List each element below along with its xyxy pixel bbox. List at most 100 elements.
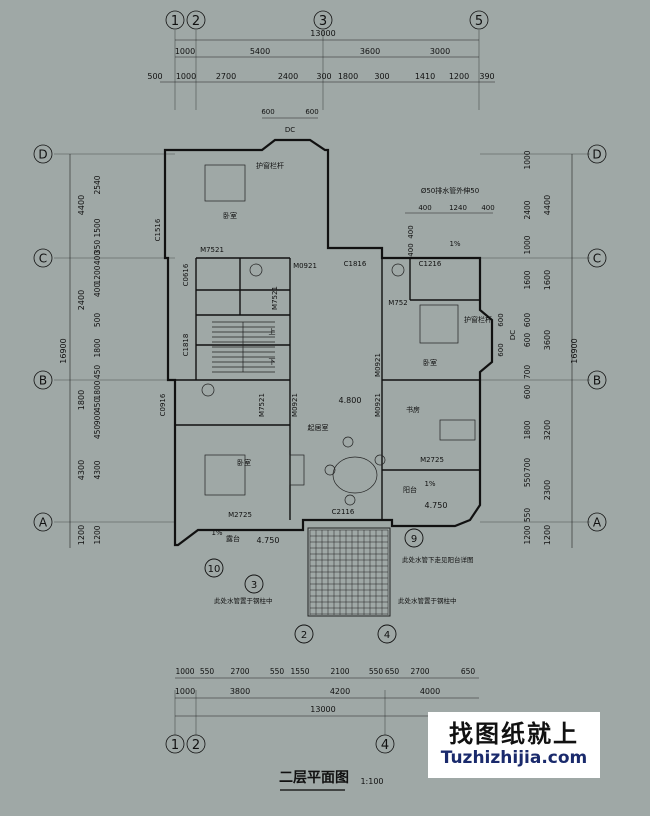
dim-pipe2: 400 (407, 243, 415, 256)
grid-bubble-top (186, 10, 206, 30)
grid-col-label-top: 5 (475, 14, 483, 29)
grid-bubble-bottom (186, 734, 206, 754)
grid-col-label-top: 3 (319, 14, 327, 29)
room-name: 起居室 (308, 423, 329, 432)
dim-right-inner: 550 (523, 508, 532, 523)
dim-left-inner: 400 (93, 251, 102, 266)
dim-right-outer: 1200 (543, 525, 552, 545)
grid-row-label-right: A (593, 516, 602, 530)
dim-right-inner: 2400 (523, 200, 532, 219)
room-name: 卧室 (237, 458, 251, 467)
dim-pipe: 400 (481, 204, 494, 212)
railing-label: 护窗栏杆 (464, 315, 492, 324)
dim-left-outer: 1200 (77, 525, 86, 545)
slope-label: 1% (424, 480, 435, 488)
grid-bubble-right (587, 370, 607, 390)
dim-right-inner: 1600 (523, 270, 532, 289)
dim-top-row2: 1410 (415, 72, 435, 81)
dim-left-inner: 1200 (93, 265, 102, 284)
dim-left-inner: 450 (93, 365, 102, 380)
dim-right-outer: 2300 (543, 480, 552, 500)
dim-right-outer: 1600 (543, 270, 552, 290)
dim-bottom-row2: 3800 (230, 687, 250, 696)
window-label: C0916 (159, 393, 167, 416)
grid-col-label-bottom: 4 (381, 738, 389, 753)
grid-bubble-top (469, 10, 489, 30)
grid-bubble-bottom (165, 734, 185, 754)
grid-bubble-right (587, 512, 607, 532)
dim-left-total: 16900 (59, 338, 68, 363)
detail-ref-label: 4 (384, 630, 390, 641)
detail-ref-bubble (204, 558, 224, 578)
dim-dc: 600 (305, 108, 318, 116)
dim-left-inner: 500 (93, 313, 102, 328)
grid-col-label-bottom: 2 (192, 738, 200, 753)
dim-left-inner: 2540 (93, 175, 102, 194)
railing-label: 护窗栏杆 (256, 161, 284, 170)
grid-row-label-right: B (593, 374, 601, 388)
dim-top-row2: 500 (147, 72, 162, 81)
room-name: 书房 (406, 405, 420, 414)
dim-top-row2-extra: 1000 (176, 72, 196, 81)
dim-top-row2: 2700 (216, 72, 236, 81)
chair (324, 464, 336, 476)
dim-right-inner: 1000 (523, 150, 532, 169)
dim-pipe: 400 (418, 204, 431, 212)
grid-bubble-left (33, 512, 53, 532)
door-label: M2725 (420, 456, 444, 464)
dim-bottom-row1: 2100 (330, 667, 349, 676)
stair-down-label: 下 (269, 358, 276, 366)
detail-ref-bubble (294, 624, 314, 644)
slope-label: 1% (211, 529, 222, 537)
cabinet (289, 454, 305, 486)
door-label: M0921 (374, 353, 382, 377)
dim-top-row2: 300 (316, 72, 331, 81)
room-name: 卧室 (423, 358, 437, 367)
dim-bottom-row1: 1000 (175, 667, 194, 676)
slope-label: 1% (449, 240, 460, 248)
level-terrace: 4.750 (257, 536, 280, 545)
room-name: 阳台 (403, 485, 417, 494)
dim-right-inner: 700 (523, 365, 532, 380)
dim-left-outer: 4300 (77, 460, 86, 480)
detail-ref-label: 10 (208, 564, 221, 575)
dim-top-row2: 2400 (278, 72, 298, 81)
dim-right-inner: 600 (523, 385, 532, 400)
dim-left-inner: 1800 (93, 380, 102, 399)
dim-right-inner: 1200 (523, 525, 532, 544)
watermark-cn: 找图纸就上 (449, 720, 579, 748)
grid-bubble-left (33, 144, 53, 164)
door-label: M0921 (293, 262, 317, 270)
dc-label: DC (285, 126, 295, 134)
drawing-title: 二层平面图 (279, 770, 349, 786)
pipe-note: Ø50排水管外伸50 (421, 186, 479, 195)
door-label: M7521 (258, 393, 266, 417)
level-balcony: 4.750 (425, 501, 448, 510)
dim-top-row2: 390 (479, 72, 494, 81)
grid-row-label-left: A (39, 516, 48, 530)
dim-bottom-row2: 4000 (420, 687, 440, 696)
dim-left-inner: 1800 (93, 338, 102, 357)
dim-dc: 600 (261, 108, 274, 116)
dim-top-row1: 3000 (430, 47, 450, 56)
room-name: 卧室 (223, 211, 237, 220)
door-label: M7521 (200, 246, 224, 254)
window-label: C1216 (419, 260, 442, 268)
door-label: M752 (388, 299, 407, 307)
grid-bubble-left (33, 370, 53, 390)
dim-top-row2: 1200 (449, 72, 469, 81)
dim-left-outer: 1800 (77, 390, 86, 410)
chair (374, 454, 386, 466)
dim-right-outer: 4400 (543, 195, 552, 215)
dim-bottom-row1: 2700 (230, 667, 249, 676)
grid-bubble-bottom (375, 734, 395, 754)
room-name: 露台 (226, 534, 240, 543)
grid-bubble-right (587, 248, 607, 268)
dim-bottom-row1: 650 (385, 667, 400, 676)
dim-right-inner: 600 (523, 313, 532, 328)
dim-top-row2: 300 (374, 72, 389, 81)
dim-right-total: 16900 (570, 338, 579, 363)
detail-ref-bubble (244, 574, 264, 594)
